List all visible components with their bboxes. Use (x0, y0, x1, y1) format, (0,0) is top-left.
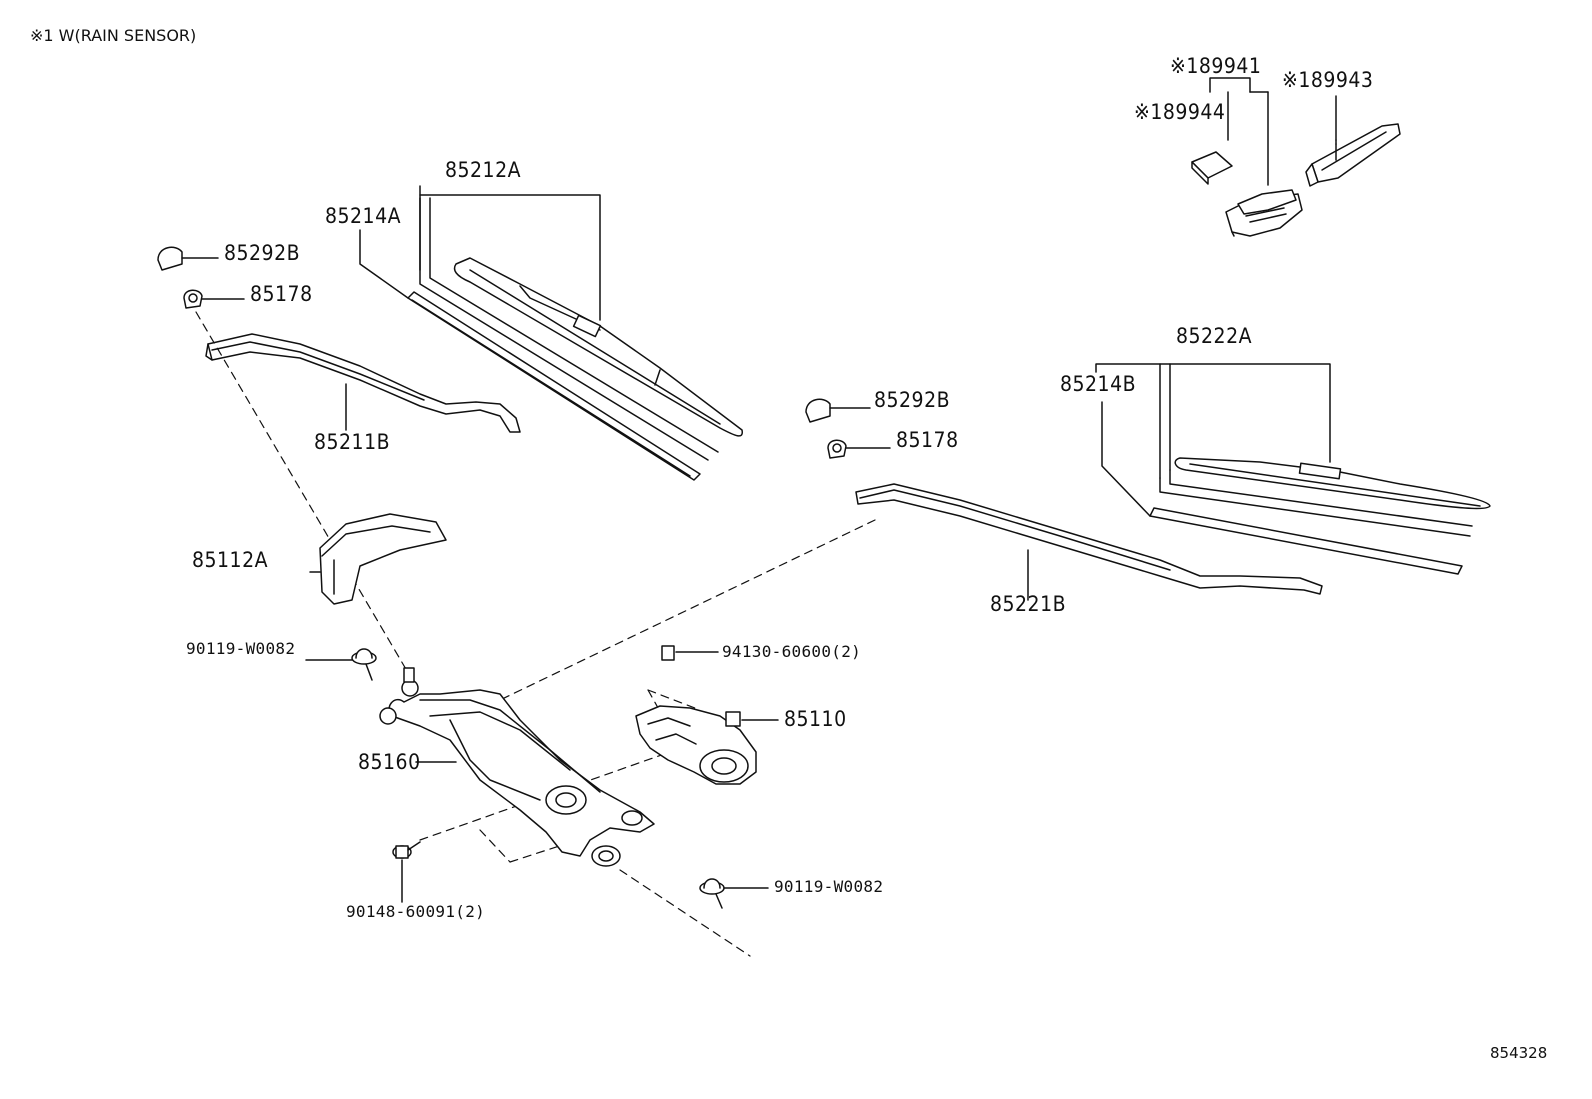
callout-85112A: 85112A (192, 548, 269, 572)
callout-90119-W0082-top: 90119-W0082 (186, 639, 296, 658)
nut-94130-60600 (662, 646, 718, 660)
callout-89941: ※189941 (1170, 54, 1262, 78)
rain-sensor-note: ※1 W(RAIN SENSOR) (30, 26, 197, 45)
callout-85214A: 85214A (325, 204, 402, 228)
callout-85160: 85160 (358, 750, 421, 774)
left-blade-group (158, 186, 742, 480)
wiper-nut-85178-right (828, 440, 890, 458)
callout-85110: 85110 (784, 707, 847, 731)
callout-89943: ※189943 (1282, 68, 1374, 92)
callout-89944: ※189944 (1134, 100, 1226, 124)
wiper-blade-85222A (1175, 458, 1490, 508)
callout-85292B-left: 85292B (224, 241, 301, 265)
callout-85214B: 85214B (1060, 372, 1137, 396)
wiper-cap-85292B-left (158, 247, 218, 270)
linkage-85160 (380, 668, 654, 866)
callout-94130-60600: 94130-60600(2) (722, 642, 862, 661)
wiper-nut-85178-left (184, 290, 244, 308)
callout-85221B: 85221B (990, 592, 1067, 616)
callout-85222A: 85222A (1176, 324, 1253, 348)
wiper-arm-85221B (856, 484, 1322, 600)
linkage-motor-group (196, 312, 875, 956)
callout-90119-W0082-bottom: 90119-W0082 (774, 877, 884, 896)
wiper-refill-85214B (1150, 508, 1462, 574)
callout-85178-left: 85178 (250, 282, 313, 306)
bolt-90119-W0082-top (306, 649, 376, 680)
bolt-90148-60091 (393, 842, 420, 902)
callout-90148-60091: 90148-60091(2) (346, 902, 486, 921)
wiper-motor-85110 (636, 706, 778, 784)
callout-85178-right: 85178 (896, 428, 959, 452)
cowl-cover-85112A (310, 514, 446, 604)
wiper-cap-85292B-right (806, 399, 870, 422)
sensor-cover-89943 (1306, 124, 1400, 186)
callout-85212A: 85212A (445, 158, 522, 182)
wiper-blade-85212A (455, 258, 743, 436)
bolt-90119-W0082-bottom (700, 879, 768, 908)
callout-85211B: 85211B (314, 430, 391, 454)
wiper-refill-85214A (408, 292, 700, 480)
callout-85292B-right: 85292B (874, 388, 951, 412)
wiper-arm-85211B (206, 334, 520, 432)
right-blade-group (806, 364, 1490, 600)
rain-sensor-group (1192, 78, 1400, 236)
rain-sensor-89941 (1226, 190, 1302, 236)
diagram-number: 854328 (1490, 1044, 1548, 1062)
